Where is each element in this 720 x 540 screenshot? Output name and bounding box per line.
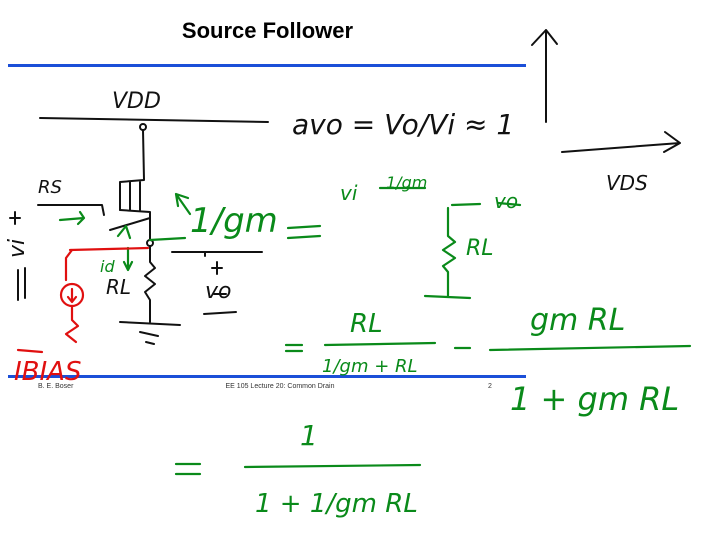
equals-4 <box>174 462 202 476</box>
gm-inverse-label: 1/gm <box>190 201 278 241</box>
bias-label: IBIAS <box>14 357 81 387</box>
small-vo-label: vo <box>494 189 518 213</box>
id-label: id <box>100 257 115 276</box>
gain-numerator: gm RL <box>530 303 625 338</box>
equals-1 <box>286 224 322 240</box>
small-vi-label: vi <box>340 181 358 205</box>
page-number: 2 <box>488 383 492 390</box>
vdd-rail <box>39 117 269 123</box>
vertical-axis <box>531 29 558 123</box>
footer-author: B. E. Boser <box>38 383 74 390</box>
fraction-bar-1 <box>323 341 437 347</box>
title-rule <box>8 64 526 67</box>
slide-title: Source Follower <box>181 18 354 43</box>
footer-course: EE 105 Lecture 20: Common Drain <box>225 383 335 390</box>
divider-denominator: 1/gm + RL <box>322 356 418 377</box>
divider-numerator: RL <box>350 309 383 339</box>
fraction-bar-2 <box>488 344 692 352</box>
final-numerator: 1 <box>300 419 318 452</box>
footer-rule <box>8 375 526 378</box>
vi-label: vi <box>5 239 30 258</box>
final-denominator: 1 + 1/gm RL <box>255 489 418 519</box>
avo-equation: avo = Vo/Vi ≈ 1 <box>292 108 514 141</box>
small-rl-label: RL <box>466 236 494 261</box>
vds-label: VDS <box>606 171 648 195</box>
fraction-bar-3 <box>243 463 422 469</box>
rs-label: RS <box>38 177 62 198</box>
horizontal-axis <box>561 131 681 153</box>
vdd-label: VDD <box>112 89 161 114</box>
small-signal-wire <box>378 186 522 207</box>
source-wire <box>119 209 151 241</box>
bias-wire <box>68 246 150 252</box>
input-current-arrow <box>58 210 86 226</box>
equals-2 <box>284 343 304 353</box>
vo-label: vo <box>205 279 231 304</box>
drain-wire <box>119 129 145 211</box>
small-gm-label: 1/gm <box>386 173 427 192</box>
rl-label: RL <box>106 275 131 299</box>
gain-denominator: 1 + gm RL <box>510 380 679 418</box>
id-arrow <box>122 246 134 272</box>
